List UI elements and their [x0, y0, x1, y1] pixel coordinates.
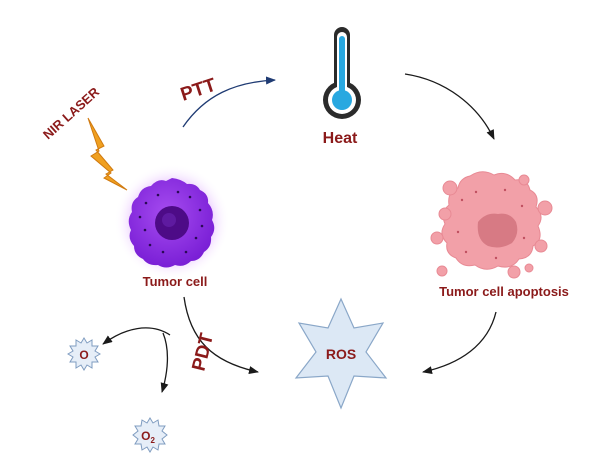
apoptosis-to-ros-arrow [422, 311, 497, 375]
tumor-to-ros-arrow [183, 296, 259, 374]
oxygen-molecule-letter: O [141, 429, 150, 443]
ptt-label: PTT [178, 75, 219, 106]
oxygen-molecule-label: O2 [141, 429, 155, 445]
heat-label: Heat [323, 130, 358, 147]
oxygen-molecule-subscript: 2 [150, 436, 155, 445]
thermometer-icon [323, 27, 361, 119]
apoptotic-cell-icon [430, 171, 553, 279]
pdt-to-oxygen-atom-arrow [102, 327, 171, 345]
laser-bolt-icon [87, 117, 128, 191]
heat-to-apoptosis-arrow [404, 73, 495, 140]
oxygen-atom-label: O [79, 348, 88, 362]
ros-star-icon [294, 297, 388, 410]
ros-label: ROS [326, 346, 356, 362]
tumor-cell-label: Tumor cell [143, 274, 208, 289]
tumor-cell-icon [114, 164, 230, 280]
oxygen-molecule-icon [132, 417, 168, 453]
ptt-arrow [182, 76, 276, 128]
pdt-label: PDT [188, 331, 218, 373]
oxygen-atom-icon [67, 337, 101, 371]
pdt-to-oxygen-molecule-arrow [160, 332, 169, 393]
apoptosis-label: Tumor cell apoptosis [439, 284, 569, 299]
